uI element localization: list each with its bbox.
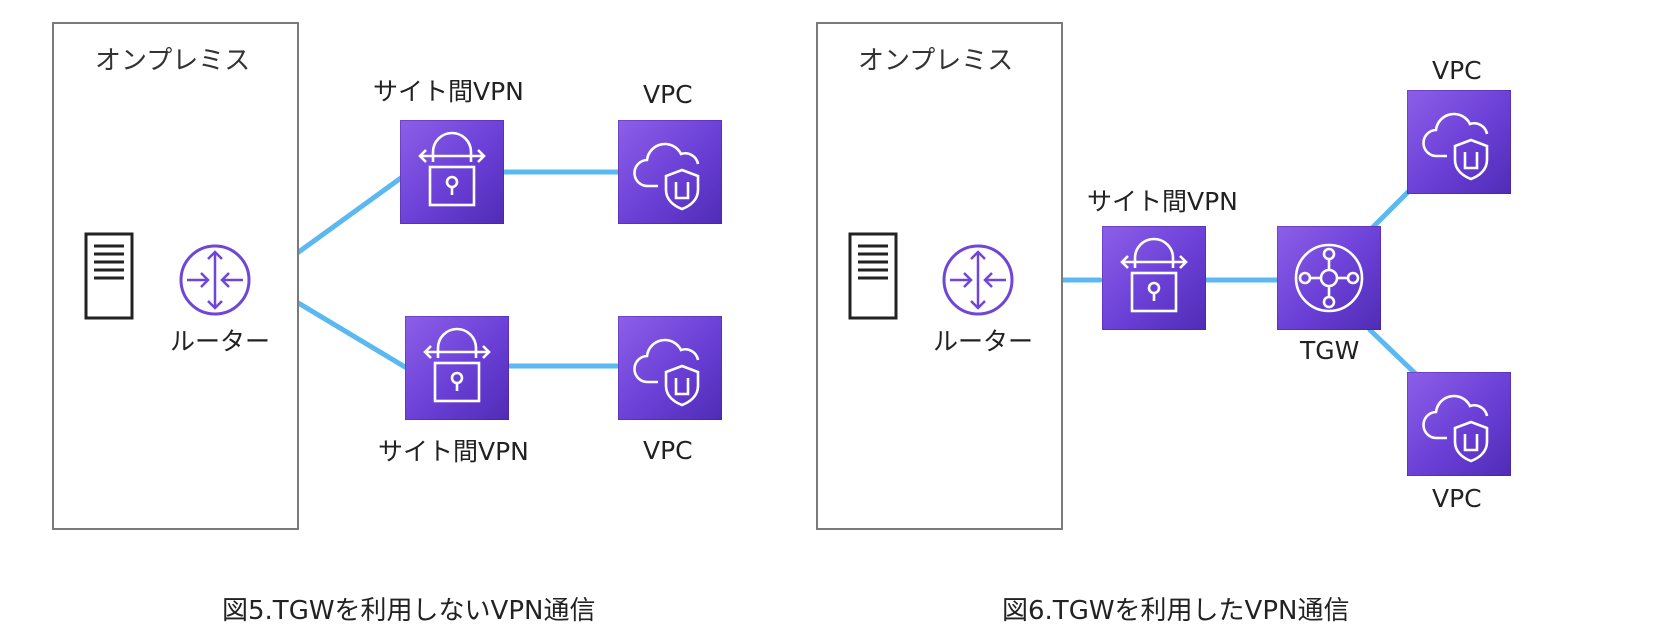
vpc-bottom-label-fig5: VPC <box>643 436 693 465</box>
site-to-site-vpn-icon <box>400 120 504 224</box>
server-icon <box>84 232 136 322</box>
site-to-site-vpn-icon <box>405 316 509 420</box>
caption-fig6: 図6.TGWを利用したVPN通信 <box>1002 596 1350 626</box>
vpc-cloud-shield-icon <box>1407 372 1511 476</box>
vpc-cloud-shield-icon <box>618 120 722 224</box>
vpn-bottom-label-fig5: サイト間VPN <box>378 437 529 466</box>
router-icon <box>177 242 253 318</box>
caption-fig5: 図5.TGWを利用しないVPN通信 <box>222 596 596 626</box>
site-to-site-vpn-icon <box>1102 226 1206 330</box>
vpc-top-label-fig6: VPC <box>1432 56 1482 85</box>
transit-gateway-icon <box>1277 226 1381 330</box>
vpc-top-label-fig5: VPC <box>643 80 693 109</box>
router-icon <box>940 242 1016 318</box>
server-icon <box>848 232 900 322</box>
router-label-fig6: ルーター <box>933 327 1034 356</box>
vpn-label-fig6: サイト間VPN <box>1087 187 1238 216</box>
vpc-cloud-shield-icon <box>618 316 722 420</box>
link-tgw-vpc-bottom <box>1367 327 1423 381</box>
vpc-cloud-shield-icon <box>1407 90 1511 194</box>
onprem-label-fig6: オンプレミス <box>858 46 1014 76</box>
tgw-label: TGW <box>1300 336 1360 365</box>
vpn-top-label-fig5: サイト間VPN <box>373 77 524 106</box>
vpc-bottom-label-fig6: VPC <box>1432 484 1482 513</box>
onprem-label-fig5: オンプレミス <box>95 46 251 76</box>
router-label-fig5: ルーター <box>170 327 271 356</box>
